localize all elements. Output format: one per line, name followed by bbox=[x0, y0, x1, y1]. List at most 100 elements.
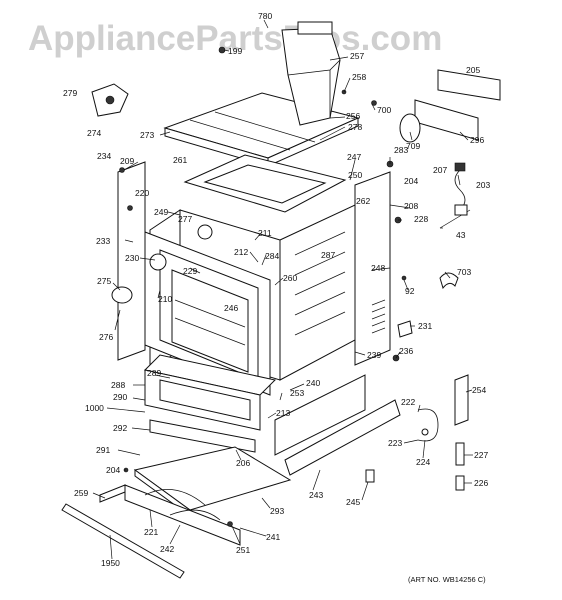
label-262: 262 bbox=[356, 196, 370, 206]
oven-box bbox=[144, 154, 356, 396]
label-229: 229 bbox=[183, 266, 197, 276]
label-258: 258 bbox=[352, 72, 366, 82]
label-199: 199 bbox=[228, 46, 242, 56]
hinge-231 bbox=[397, 320, 413, 338]
manifold-panel bbox=[274, 374, 401, 476]
label-207: 207 bbox=[433, 165, 447, 175]
leader-lines bbox=[92, 19, 473, 560]
label-43: 43 bbox=[456, 230, 466, 240]
label-247: 247 bbox=[347, 152, 361, 162]
label-250: 250 bbox=[348, 170, 362, 180]
label-241: 241 bbox=[266, 532, 280, 542]
watermark-text: AppliancePartsPros.com bbox=[28, 19, 442, 58]
spark-module-203 bbox=[454, 162, 466, 211]
label-700: 700 bbox=[377, 105, 391, 115]
label-709: 709 bbox=[406, 141, 420, 151]
label-206: 206 bbox=[236, 458, 250, 468]
label-278: 278 bbox=[348, 122, 362, 132]
label-203: 203 bbox=[476, 180, 490, 190]
label-220: 220 bbox=[135, 188, 149, 198]
label-1950: 1950 bbox=[101, 558, 120, 568]
bracket-703 bbox=[439, 272, 459, 290]
broiler-drawer bbox=[143, 354, 277, 453]
label-290: 290 bbox=[113, 392, 127, 402]
valve-254 bbox=[454, 374, 469, 426]
label-204a: 204 bbox=[404, 176, 418, 186]
label-213: 213 bbox=[276, 408, 290, 418]
label-251: 251 bbox=[236, 545, 250, 555]
label-222: 222 bbox=[401, 397, 415, 407]
fitting-226 bbox=[455, 475, 465, 491]
label-254: 254 bbox=[472, 385, 486, 395]
label-274: 274 bbox=[87, 128, 101, 138]
kick-plate bbox=[124, 484, 241, 546]
label-275: 275 bbox=[97, 276, 111, 286]
label-291: 291 bbox=[96, 445, 110, 455]
label-204b: 204 bbox=[106, 465, 120, 475]
label-242: 242 bbox=[160, 544, 174, 554]
label-276: 276 bbox=[99, 332, 113, 342]
label-284: 284 bbox=[265, 251, 279, 261]
label-211: 211 bbox=[258, 228, 272, 238]
label-296: 296 bbox=[470, 135, 484, 145]
label-1000: 1000 bbox=[85, 403, 104, 413]
screws bbox=[119, 46, 407, 527]
orifice-227 bbox=[455, 442, 465, 466]
bottom-tray bbox=[133, 446, 292, 517]
gas-valve-279 bbox=[91, 83, 129, 117]
right-side-panel bbox=[354, 171, 391, 366]
igniter-709 bbox=[399, 113, 421, 143]
front-trim bbox=[61, 484, 185, 579]
label-259: 259 bbox=[74, 488, 88, 498]
label-228: 228 bbox=[414, 214, 428, 224]
screw-245 bbox=[365, 469, 375, 483]
label-92: 92 bbox=[405, 286, 415, 296]
label-240: 240 bbox=[306, 378, 320, 388]
label-283: 283 bbox=[394, 145, 408, 155]
label-224: 224 bbox=[416, 457, 430, 467]
label-212: 212 bbox=[234, 247, 248, 257]
label-253: 253 bbox=[290, 388, 304, 398]
label-277: 277 bbox=[178, 214, 192, 224]
label-221: 221 bbox=[144, 527, 158, 537]
label-293: 293 bbox=[270, 506, 284, 516]
label-289: 289 bbox=[147, 368, 161, 378]
label-780: 780 bbox=[258, 11, 272, 21]
label-287: 287 bbox=[321, 250, 335, 260]
label-226: 226 bbox=[474, 478, 488, 488]
bracket-205-296 bbox=[414, 69, 501, 141]
art-number: (ART NO. WB14256 C) bbox=[408, 575, 486, 584]
label-208: 208 bbox=[404, 201, 418, 211]
burner-tube-43 bbox=[439, 204, 471, 229]
part-labels: 780 199 257 205 258 279 700 274 256 278 … bbox=[63, 11, 490, 584]
label-261: 261 bbox=[173, 155, 187, 165]
label-249: 249 bbox=[154, 207, 168, 217]
label-236: 236 bbox=[399, 346, 413, 356]
label-292: 292 bbox=[113, 423, 127, 433]
label-231: 231 bbox=[418, 321, 432, 331]
label-257: 257 bbox=[350, 51, 364, 61]
label-230: 230 bbox=[125, 253, 139, 263]
label-279: 279 bbox=[63, 88, 77, 98]
pilot-assembly-222 bbox=[417, 408, 439, 442]
label-234: 234 bbox=[97, 151, 111, 161]
label-288: 288 bbox=[111, 380, 125, 390]
flue-duct bbox=[281, 21, 341, 126]
label-260: 260 bbox=[283, 273, 297, 283]
label-223: 223 bbox=[388, 438, 402, 448]
label-245: 245 bbox=[346, 497, 360, 507]
label-273: 273 bbox=[140, 130, 154, 140]
label-233: 233 bbox=[96, 236, 110, 246]
burner-275 bbox=[111, 286, 133, 304]
label-243: 243 bbox=[309, 490, 323, 500]
label-210: 210 bbox=[158, 294, 172, 304]
label-246: 246 bbox=[224, 303, 238, 313]
label-227: 227 bbox=[474, 450, 488, 460]
label-256: 256 bbox=[346, 111, 360, 121]
label-239: 239 bbox=[367, 350, 381, 360]
label-205: 205 bbox=[466, 65, 480, 75]
label-209: 209 bbox=[120, 156, 134, 166]
label-703: 703 bbox=[457, 267, 471, 277]
